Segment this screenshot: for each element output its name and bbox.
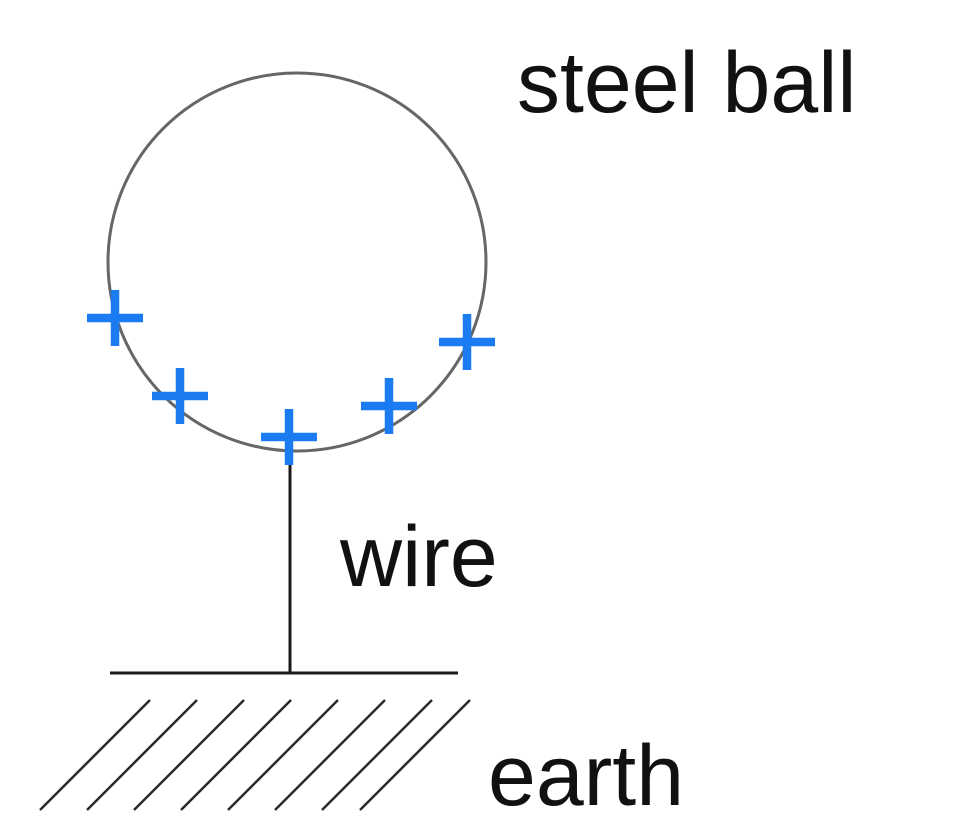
plus-charge-icon (152, 368, 208, 424)
hatch-line (321, 699, 433, 811)
plus-charge-icon (87, 290, 143, 346)
plus-charge-icon (261, 409, 317, 465)
positive-charges (87, 290, 495, 465)
plus-charge-icon (439, 314, 495, 370)
hatch-line (133, 699, 245, 811)
ground-hatching (39, 699, 471, 811)
hatch-line (227, 699, 339, 811)
earth-ground-icon (39, 671, 471, 811)
hatch-line (359, 699, 471, 811)
steel-ball (106, 71, 488, 453)
earth-label: earth (488, 728, 684, 824)
wire-label: wire (339, 509, 498, 605)
hatch-line (274, 699, 386, 811)
plus-charge-icon (361, 378, 417, 434)
steel-ball-label: steel ball (517, 35, 856, 131)
hatch-line (180, 699, 292, 811)
hatch-line (39, 699, 151, 811)
hatch-line (86, 699, 198, 811)
